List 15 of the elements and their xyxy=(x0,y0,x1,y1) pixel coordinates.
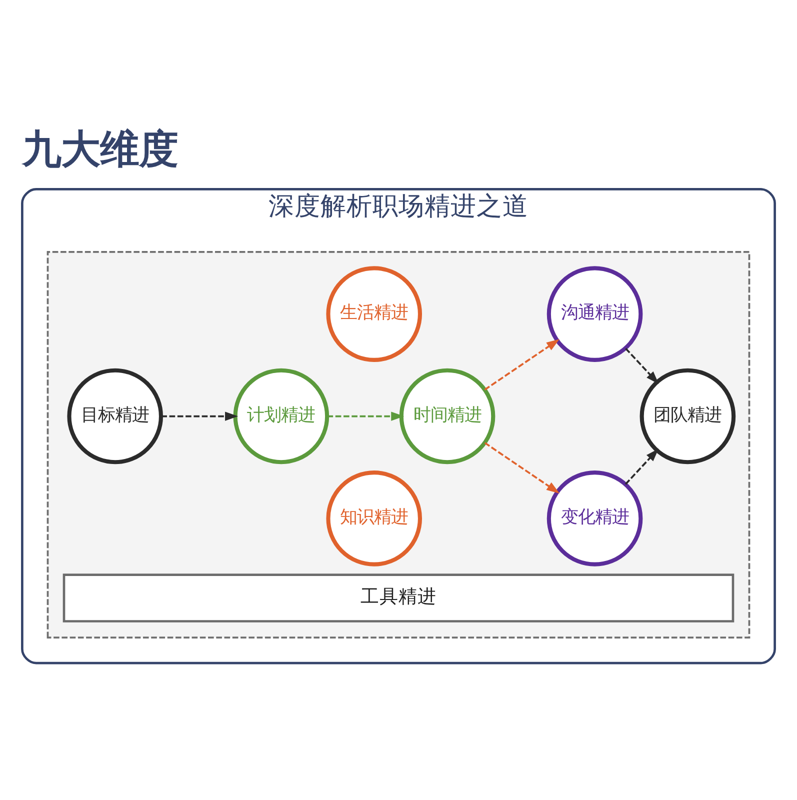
arrow xyxy=(484,339,560,390)
arrow xyxy=(161,412,238,421)
arrow xyxy=(624,448,659,485)
node-circle: 团队精进 xyxy=(640,368,736,464)
node-circle: 生活精进 xyxy=(326,266,422,362)
node-circle: 知识精进 xyxy=(326,470,422,566)
arrow xyxy=(625,348,659,384)
node-box: 工具精进 xyxy=(62,574,734,622)
arrow xyxy=(327,412,404,421)
node-circle: 目标精进 xyxy=(67,368,164,464)
cluster xyxy=(46,250,750,638)
arrow xyxy=(484,442,560,494)
diagram-title: 九大维度 xyxy=(22,126,178,173)
node-circle: 时间精进 xyxy=(399,368,496,464)
node-circle: 计划精进 xyxy=(233,368,330,464)
